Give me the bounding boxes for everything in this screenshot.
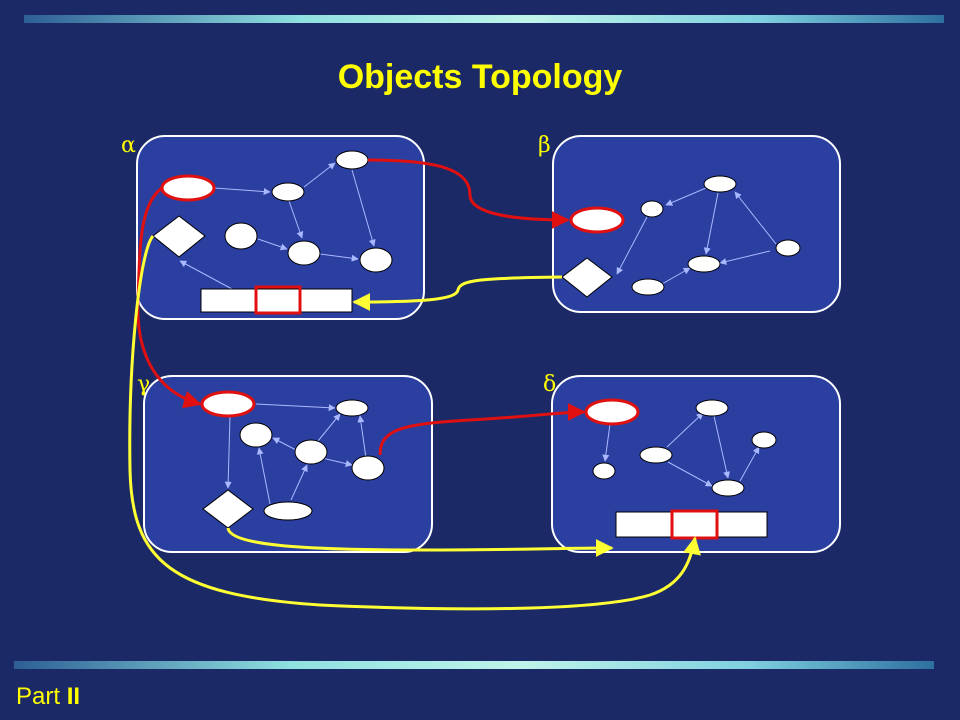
red-link-gamma-to-delta	[378, 403, 586, 456]
gamma-object	[294, 439, 328, 465]
beta-object	[687, 255, 721, 273]
label-delta: δ	[543, 372, 556, 397]
red-link-alpha-to-beta	[367, 158, 570, 229]
delta-object	[751, 431, 777, 449]
slide-footer: Part II	[16, 683, 80, 711]
footer-part-number: II	[66, 683, 81, 710]
gamma-inner-arrows	[224, 403, 367, 505]
alpha-object	[359, 247, 393, 273]
delta-object-highlighted	[584, 398, 640, 426]
label-alpha: α	[121, 133, 136, 158]
alpha-object	[335, 150, 369, 170]
yellow-link-beta-to-alpha-array	[352, 275, 563, 311]
label-gamma: γ	[137, 372, 150, 397]
alpha-inner-arrows	[179, 162, 376, 290]
alpha-diamond-object	[152, 215, 206, 258]
yellow-references	[128, 234, 701, 611]
delta-array	[615, 511, 768, 538]
alpha-object-highlighted	[160, 174, 216, 202]
alpha-object	[287, 240, 321, 266]
beta-object	[640, 200, 664, 218]
alpha-object	[271, 182, 305, 202]
slide-title: Objects Topology	[337, 58, 623, 96]
delta-object	[695, 399, 729, 417]
delta-object	[711, 479, 745, 497]
label-beta: β	[538, 133, 551, 158]
yellow-link-gamma-to-delta	[226, 527, 614, 558]
panel-gamma	[143, 375, 433, 553]
alpha-array	[200, 288, 353, 313]
gamma-object	[335, 399, 369, 417]
footer-prefix: Part	[16, 683, 67, 710]
delta-inner-arrows	[602, 412, 760, 487]
gamma-object	[239, 422, 273, 448]
bottom-decorative-rule	[14, 661, 934, 669]
alpha-object	[224, 222, 258, 250]
beta-diamond-object	[561, 257, 613, 298]
beta-object-highlighted	[569, 206, 625, 234]
yellow-link-alpha-to-delta-array	[128, 234, 701, 611]
gamma-object-highlighted	[200, 390, 256, 418]
gamma-object	[351, 455, 385, 481]
beta-object	[703, 175, 737, 193]
beta-object	[775, 239, 801, 257]
delta-object	[592, 462, 616, 480]
delta-object	[639, 446, 673, 464]
top-decorative-rule	[24, 15, 944, 23]
beta-object	[631, 278, 665, 296]
alpha-array-slot-highlighted	[254, 285, 302, 315]
beta-inner-arrows	[616, 187, 777, 285]
gamma-object	[263, 501, 313, 521]
